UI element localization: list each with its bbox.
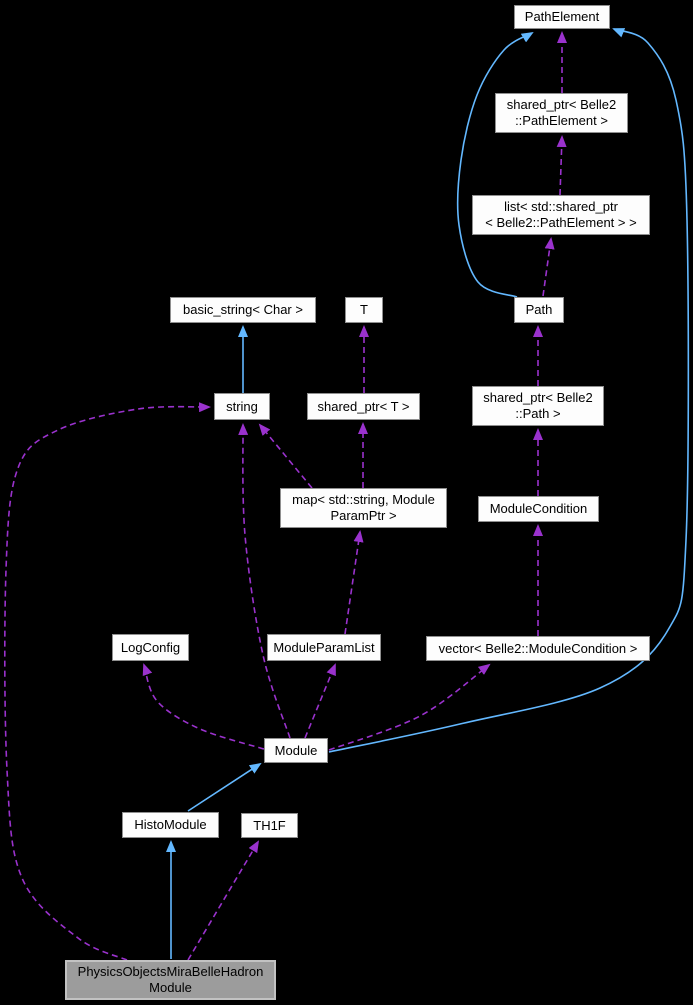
- node-modulecondition[interactable]: ModuleCondition: [478, 496, 599, 522]
- node-t[interactable]: T: [345, 297, 383, 323]
- node-label: basic_string< Char >: [183, 302, 303, 317]
- node-label: LogConfig: [120, 639, 181, 655]
- node-label: ::Path >: [515, 406, 561, 421]
- edge-path-to-list-shared-ptr-pathelement: [542, 237, 555, 297]
- node-label: ParamPtr >: [330, 508, 397, 523]
- edge-map-string-moduleparamptr-to-string: [258, 423, 313, 489]
- edge-module-to-string: [238, 423, 291, 739]
- edge-module-to-pathelement: [328, 28, 690, 753]
- edge-histomodule-to-module: [187, 762, 262, 812]
- node-label: HistoModule: [134, 817, 207, 832]
- node-pathelement[interactable]: PathElement: [514, 5, 610, 29]
- edge-module-to-moduleparamlist: [304, 663, 336, 739]
- node-label: PhysicsObjectsMiraBelleHadron: [77, 964, 264, 979]
- node-label: shared_ptr< Belle2: [483, 390, 593, 405]
- node-label: list< std::shared_ptr: [504, 199, 618, 214]
- node-basic-string-char[interactable]: basic_string< Char >: [170, 297, 316, 323]
- node-label: Module: [274, 742, 318, 758]
- node-logconfig[interactable]: LogConfig: [112, 634, 189, 661]
- node-label: < Belle2::PathElement > >: [485, 215, 637, 230]
- node-label: Module: [149, 980, 192, 995]
- node-label: Path: [525, 302, 553, 317]
- edge-moduleparamlist-to-map-string-moduleparamptr: [344, 530, 364, 635]
- node-shared-ptr-pathelement[interactable]: shared_ptr< Belle2::PathElement >: [495, 93, 628, 133]
- edge-path-to-pathelement: [456, 31, 534, 298]
- node-module[interactable]: Module: [264, 738, 328, 763]
- edge-module-to-vector-belle2-modulecondition: [328, 663, 491, 751]
- node-string[interactable]: string: [214, 393, 270, 420]
- node-shared-ptr-path[interactable]: shared_ptr< Belle2::Path >: [472, 386, 604, 426]
- edge-list-shared-ptr-pathelement-to-shared-ptr-pathelement: [556, 135, 567, 196]
- node-label: string: [226, 398, 258, 414]
- node-vector-belle2-modulecondition[interactable]: vector< Belle2::ModuleCondition >: [426, 636, 650, 661]
- node-label: PathElement: [524, 9, 600, 24]
- node-label: shared_ptr< T >: [317, 398, 410, 414]
- edge-module-to-logconfig: [142, 663, 265, 750]
- node-list-shared-ptr-pathelement[interactable]: list< std::shared_ptr< Belle2::PathEleme…: [472, 195, 650, 235]
- node-shared-ptr-t[interactable]: shared_ptr< T >: [307, 393, 420, 420]
- node-label: shared_ptr< Belle2: [506, 97, 617, 112]
- node-label: T: [360, 302, 368, 317]
- node-label: ::PathElement >: [515, 113, 608, 128]
- node-label: vector< Belle2::ModuleCondition >: [438, 640, 638, 656]
- node-histomodule[interactable]: HistoModule: [122, 812, 219, 838]
- node-label: ModuleCondition: [489, 501, 588, 516]
- edge-physicsobjectsmirabellehadronmodule-to-th1f: [187, 840, 260, 961]
- node-label: TH1F: [253, 817, 286, 833]
- edge-physicsobjectsmirabellehadronmodule-to-string: [3, 402, 211, 961]
- node-moduleparamlist[interactable]: ModuleParamList: [267, 634, 381, 661]
- node-th1f[interactable]: TH1F: [241, 813, 298, 838]
- node-path[interactable]: Path: [514, 297, 564, 323]
- node-label: map< std::string, Module: [292, 492, 435, 507]
- node-label: ModuleParamList: [273, 639, 375, 655]
